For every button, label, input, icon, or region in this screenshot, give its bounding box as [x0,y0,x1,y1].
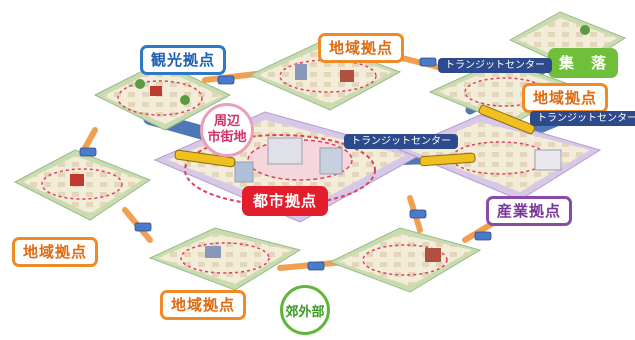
industrial-hub-label: 産業拠点 [486,196,573,226]
plate-regional-bottom [148,227,302,291]
surrounding-city-line1: 周辺 [213,114,240,129]
plate-suburb [328,227,482,293]
suburb-label: 郊外部 [280,285,330,335]
regional-hub-top-label: 地域拠点 [318,33,405,63]
plate-tourism [93,61,232,131]
surrounding-city-label: 周辺 市街地 [200,103,254,157]
regional-hub-right-label: 地域拠点 [522,83,609,113]
transit-center-label-a: トランジットセンター [438,58,552,73]
buses [79,57,492,271]
transit-center-label-b: トランジットセンター [530,111,635,126]
village-label: 集 落 [548,48,619,78]
trains [174,104,535,168]
regional-hub-left-label: 地域拠点 [12,237,99,267]
surrounding-city-line2: 市街地 [207,130,247,145]
train-top-right [478,104,535,135]
tourism-hub-label: 観光拠点 [140,45,227,75]
train-left [174,149,236,168]
train-right [419,152,476,167]
transit-center-label-c: トランジットセンター [344,134,458,149]
plate-regional-left [13,149,152,221]
regional-hub-bottom-label: 地域拠点 [160,290,247,320]
urban-hub-label: 都市拠点 [242,186,329,216]
